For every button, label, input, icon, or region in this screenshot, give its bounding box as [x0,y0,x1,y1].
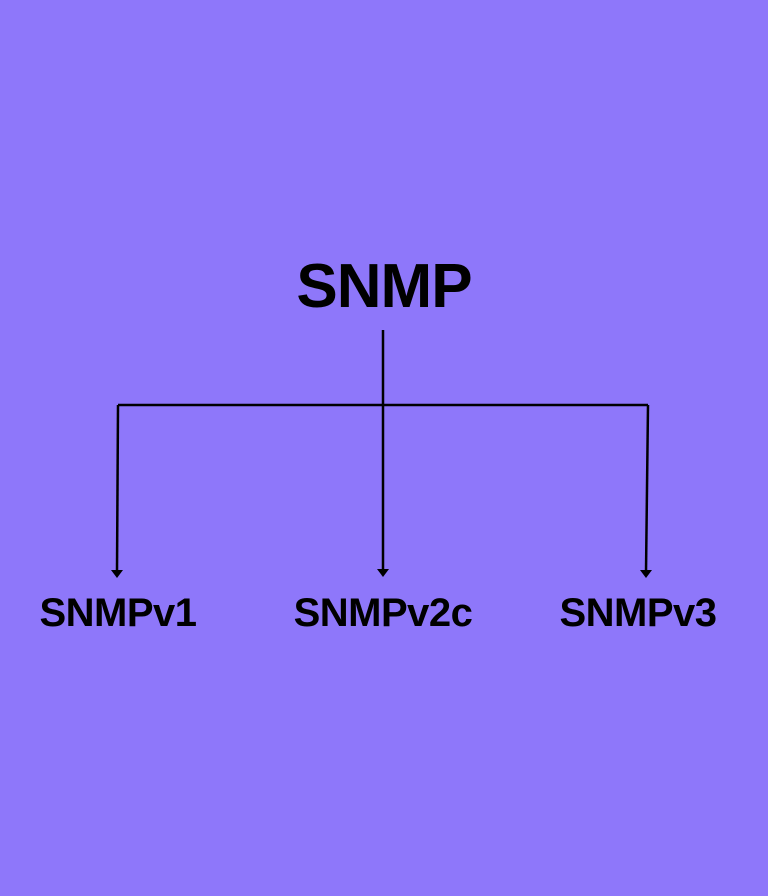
child-node-snmpv2c: SNMPv2c [293,591,473,635]
root-node-snmp: SNMP [296,252,472,321]
connector-branch-v3 [644,404,650,573]
arrow-down-icon [377,569,389,577]
connector-branch-v1 [115,404,120,572]
child-node-snmpv1: SNMPv1 [39,591,197,635]
arrow-down-icon [111,570,123,578]
child-node-snmpv3: SNMPv3 [559,591,717,635]
arrow-down-icon [640,570,652,578]
